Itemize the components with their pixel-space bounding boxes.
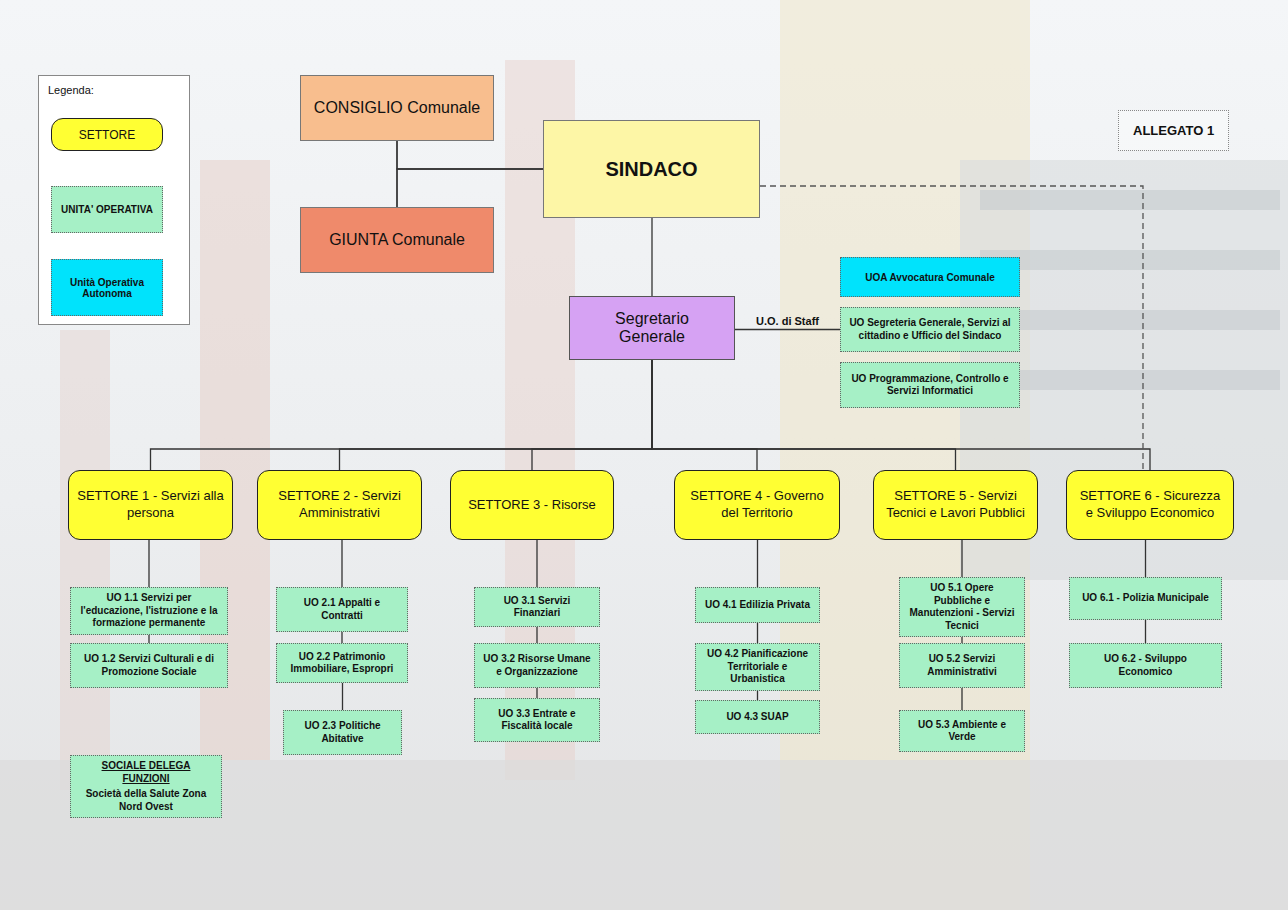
connector-line — [342, 683, 343, 710]
box-text: UO 6.2 - Sviluppo Economico — [1076, 653, 1215, 678]
legend-text: Unità Operativa Autonoma — [57, 277, 157, 299]
secretary-box: Segretario Generale — [569, 296, 735, 360]
box-text: UO 4.2 Pianificazione Territoriale e Urb… — [702, 648, 813, 686]
unit-swatch: UNITA' OPERATIVA — [51, 186, 163, 233]
connector-line — [757, 691, 758, 701]
unit-box: UO Segreteria Generale, Servizi al citta… — [840, 307, 1020, 352]
mayor-box: SINDACO — [543, 120, 760, 218]
box-text: Società della Salute Zona Nord Ovest — [77, 788, 215, 813]
sector-box: SETTORE 5 - Servizi Tecnici e Lavori Pub… — [873, 470, 1038, 540]
box-text: UO 3.2 Risorse Umane e Organizzazione — [481, 653, 593, 678]
box-text: UO Programmazione, Controllo e Servizi I… — [847, 373, 1013, 398]
connector-line — [652, 360, 757, 470]
box-text: UO 4.1 Edilizia Privata — [705, 599, 810, 612]
connector-line — [536, 688, 537, 698]
connector-line — [961, 688, 962, 710]
box-text: UO 4.3 SUAP — [726, 711, 788, 724]
unit-box: UO 4.2 Pianificazione Territoriale e Urb… — [695, 643, 820, 691]
box-text: SINDACO — [605, 158, 697, 181]
box-text: UO 6.1 - Polizia Municipale — [1082, 592, 1209, 605]
unit-box: UO 4.1 Edilizia Privata — [695, 587, 820, 623]
box-text: SETTORE 5 - Servizi Tecnici e Lavori Pub… — [882, 488, 1029, 522]
unit-box: UO 3.3 Entrate e Fiscalità locale — [474, 698, 600, 742]
connector-line — [148, 540, 149, 587]
box-text: UO 5.1 Opere Pubbliche e Manutenzioni - … — [906, 582, 1018, 632]
unit-box: UO 4.3 SUAP — [695, 700, 820, 734]
box-text: SOCIALE DELEGA FUNZIONI — [77, 760, 215, 785]
connector-line — [1145, 620, 1146, 643]
connector-line — [757, 623, 758, 643]
box-text: UOA Avvocatura Comunale — [865, 272, 994, 283]
autonomous-unit-swatch: Unità Operativa Autonoma — [51, 259, 163, 316]
connector-line — [536, 540, 537, 587]
connector-line — [1145, 540, 1146, 577]
box-text: UO 5.3 Ambiente e Verde — [906, 719, 1018, 744]
box-text: UO 3.1 Servizi Finanziari — [481, 595, 593, 620]
connector-line — [397, 169, 543, 207]
unit-box: UO 6.1 - Polizia Municipale — [1069, 577, 1222, 620]
legend-text: UNITA' OPERATIVA — [61, 204, 153, 215]
connector-line — [735, 329, 840, 330]
box-text: UO 3.3 Entrate e Fiscalità locale — [481, 708, 593, 733]
autonomous-unit-box: UOA Avvocatura Comunale — [840, 257, 1020, 297]
unit-box: UO 1.1 Servizi per l'educazione, l'istru… — [70, 587, 228, 635]
unit-box: UO 3.2 Risorse Umane e Organizzazione — [474, 643, 600, 688]
attachment-tag: ALLEGATO 1 — [1118, 110, 1229, 151]
unit-box: UO Programmazione, Controllo e Servizi I… — [840, 362, 1020, 408]
legend-text: SETTORE — [79, 128, 135, 142]
sector-box: SETTORE 4 - Governo del Territorio — [674, 470, 840, 540]
connector-line — [397, 141, 543, 169]
connector-line — [961, 540, 962, 577]
connector-line — [148, 635, 149, 644]
connector-line — [340, 360, 653, 470]
box-text: SETTORE 4 - Governo del Territorio — [683, 488, 831, 522]
dashed-connector — [760, 186, 1143, 470]
unit-box: UO 2.1 Appalti e Contratti — [276, 587, 408, 632]
connector-line — [532, 360, 652, 470]
unit-box: UO 3.1 Servizi Finanziari — [474, 587, 600, 627]
box-text: UO 2.1 Appalti e Contratti — [283, 597, 401, 622]
sector-box: SETTORE 1 - Servizi alla persona — [68, 470, 233, 540]
connector-line — [757, 540, 758, 587]
box-text: UO 5.2 Servizi Amministrativi — [906, 653, 1018, 678]
sector-box: SETTORE 3 - Risorse — [450, 470, 614, 540]
unit-box: UO 6.2 - Sviluppo Economico — [1069, 643, 1222, 688]
legend-box: SETTORE UNITA' OPERATIVA Unità Operativa A… — [38, 75, 190, 325]
box-text: SETTORE 3 - Risorse — [468, 497, 596, 514]
box-text: SETTORE 2 - Servizi Amministrativi — [266, 488, 413, 522]
legend-title: Legenda: — [48, 84, 94, 96]
box-text: CONSIGLIO Comunale — [314, 99, 480, 117]
box-text: Segretario Generale — [580, 310, 724, 346]
box-text: UO 2.2 Patrimonio Immobiliare, Espropri — [283, 651, 401, 676]
connector-line — [151, 360, 653, 470]
box-text: UO 2.3 Politiche Abitative — [290, 720, 395, 745]
edge-label: U.O. di Staff — [754, 315, 821, 327]
box-text: UO 1.2 Servizi Culturali e di Promozione… — [77, 653, 221, 678]
unit-box: UO 2.2 Patrimonio Immobiliare, Espropri — [276, 643, 408, 683]
sector-swatch: SETTORE — [51, 118, 163, 151]
delegated-unit-box: SOCIALE DELEGA FUNZIONI Società della Sal… — [70, 755, 222, 818]
unit-box: UO 5.1 Opere Pubbliche e Manutenzioni - … — [899, 577, 1025, 637]
connector-line — [536, 627, 537, 643]
unit-box: UO 5.2 Servizi Amministrativi — [899, 643, 1025, 688]
connector-line — [652, 360, 1150, 470]
connector-line — [651, 218, 652, 296]
sector-box: SETTORE 6 - Sicurezza e Sviluppo Economi… — [1066, 470, 1234, 540]
council-box: CONSIGLIO Comunale — [300, 75, 494, 141]
unit-box: UO 1.2 Servizi Culturali e di Promozione… — [70, 643, 228, 688]
sector-box: SETTORE 2 - Servizi Amministrativi — [257, 470, 422, 540]
box-text: UO 1.1 Servizi per l'educazione, l'istru… — [77, 592, 221, 630]
box-text: GIUNTA Comunale — [329, 231, 465, 249]
unit-box: UO 5.3 Ambiente e Verde — [899, 710, 1025, 752]
connector-line — [341, 632, 342, 643]
box-text: SETTORE 6 - Sicurezza e Sviluppo Economi… — [1075, 488, 1225, 522]
connector-line — [341, 540, 342, 587]
unit-box: UO 2.3 Politiche Abitative — [283, 710, 402, 755]
box-text: SETTORE 1 - Servizi alla persona — [77, 488, 224, 522]
box-text: UO Segreteria Generale, Servizi al citta… — [847, 317, 1013, 342]
council-box: GIUNTA Comunale — [300, 207, 494, 273]
